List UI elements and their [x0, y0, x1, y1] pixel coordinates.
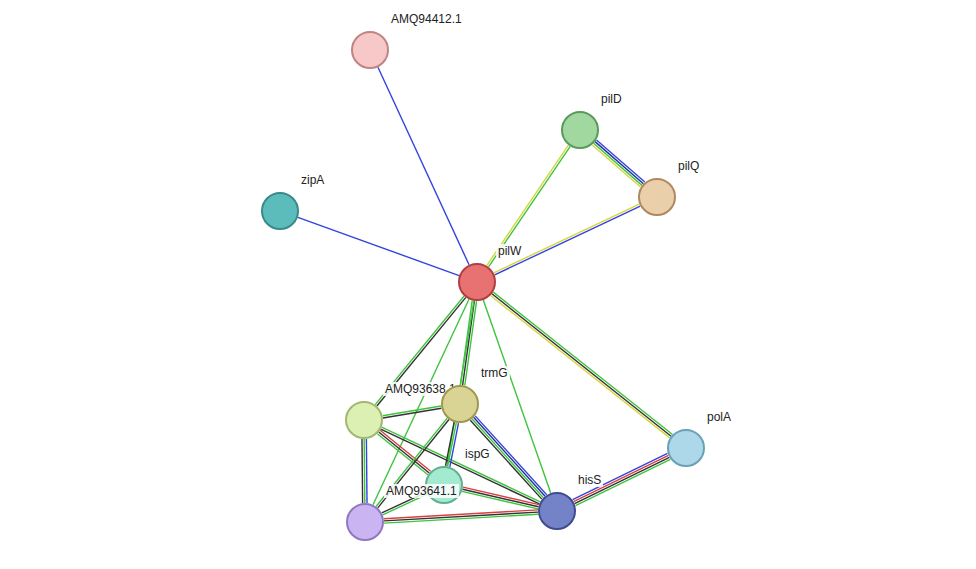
protein-node: pilW	[458, 263, 496, 301]
interaction-edge	[384, 510, 538, 523]
interaction-edge	[446, 422, 459, 467]
interaction-edge	[573, 453, 671, 505]
interaction-edge	[487, 145, 571, 267]
interaction-edge	[491, 292, 673, 438]
protein-label: zipA	[299, 173, 326, 187]
protein-label: ispG	[463, 447, 492, 461]
protein-label: trmG	[479, 366, 510, 380]
protein-node: AMQ93641.1	[346, 503, 384, 541]
interaction-edge	[378, 67, 469, 264]
protein-node: pilQ	[638, 178, 676, 216]
protein-label: pilW	[496, 244, 523, 258]
interaction-edge	[362, 439, 367, 503]
protein-label: pilD	[599, 92, 624, 106]
protein-node: pilD	[561, 111, 599, 149]
protein-label: AMQ94412.1	[389, 12, 464, 26]
protein-label: pilQ	[676, 159, 701, 173]
protein-node: zipA	[261, 192, 299, 230]
protein-node: trmG	[441, 385, 479, 423]
interaction-edge	[298, 217, 459, 275]
interaction-edge	[592, 140, 645, 187]
interaction-edge	[383, 406, 442, 418]
interaction-edge	[494, 204, 641, 275]
protein-label: polA	[705, 410, 733, 424]
protein-label: hisS	[576, 473, 603, 487]
protein-node: AMQ94412.1	[351, 31, 389, 69]
protein-label: AMQ93641.1	[384, 484, 459, 498]
protein-node: hisS	[538, 492, 576, 530]
protein-node: AMQ93638.1	[345, 401, 383, 439]
protein-node: polA	[667, 429, 705, 467]
interaction-edge	[462, 487, 539, 509]
